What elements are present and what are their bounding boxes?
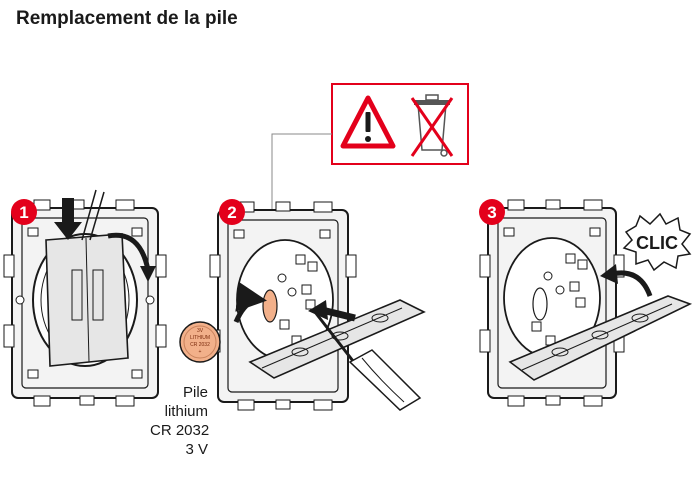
battery-label-line: CR 2032 <box>150 422 210 439</box>
battery-cell-text: 3V <box>197 328 204 334</box>
battery-label-line: 3 V <box>185 441 208 458</box>
battery-cell-text: LITHIUM <box>190 335 210 341</box>
warning-triangle-icon <box>340 95 396 149</box>
crossed-out-bin-icon <box>410 94 454 157</box>
step-1-illustration <box>3 189 167 407</box>
step-1-badge: 1 <box>11 199 37 225</box>
step-2-illustration <box>209 201 426 411</box>
battery-label: Pile lithium CR 2032 3 V <box>150 383 210 459</box>
battery-cell: 3V LITHIUM CR 2032 + <box>179 321 221 363</box>
step-3-badge: 3 <box>479 199 505 225</box>
step-3-illustration <box>479 199 693 407</box>
battery-cell-text: CR 2032 <box>190 342 210 348</box>
clic-label: CLIC <box>636 233 678 253</box>
battery-label-line: lithium <box>164 403 208 420</box>
warning-box <box>331 83 469 165</box>
battery-cell-text: + <box>199 349 202 355</box>
page-title: Remplacement de la pile <box>16 8 238 29</box>
step-1-number: 1 <box>19 203 28 222</box>
battery-label-line: Pile <box>182 384 208 401</box>
step-2-number: 2 <box>227 203 236 222</box>
step-3-number: 3 <box>487 203 496 222</box>
step-2-badge: 2 <box>219 199 245 225</box>
clic-sound-burst: CLIC <box>622 212 692 272</box>
